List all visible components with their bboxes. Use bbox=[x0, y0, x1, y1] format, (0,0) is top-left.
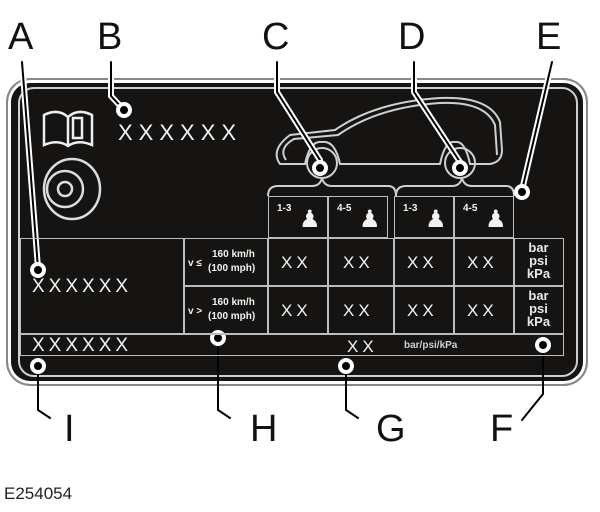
callout-b: B bbox=[97, 16, 123, 58]
value-cell: XX bbox=[328, 238, 394, 286]
load-header-2: 4-5♟ bbox=[328, 196, 388, 238]
value-cell: XX bbox=[268, 238, 328, 286]
person-icon: ♟ bbox=[299, 206, 321, 233]
tire-icon bbox=[42, 157, 102, 221]
car-side-icon bbox=[275, 96, 504, 179]
person-icon: ♟ bbox=[485, 206, 507, 233]
load-header-4: 4-5♟ bbox=[454, 196, 514, 238]
bottom-row bbox=[20, 334, 564, 356]
callout-i: I bbox=[64, 408, 75, 450]
callout-a: A bbox=[8, 16, 34, 58]
unit-cell: bar psi kPa bbox=[514, 238, 564, 286]
bottom-value: XX bbox=[347, 337, 378, 356]
speed-mph-high: (100 mph) bbox=[208, 311, 256, 322]
callout-c: C bbox=[262, 16, 290, 58]
speed-mph-low: (100 mph) bbox=[208, 263, 256, 274]
person-icon: ♟ bbox=[359, 206, 381, 233]
callout-d: D bbox=[398, 16, 426, 58]
value-cell: XX bbox=[268, 286, 328, 334]
callout-f: F bbox=[490, 408, 514, 450]
bottom-unit: bar/psi/kPa bbox=[404, 340, 458, 351]
callout-e: E bbox=[536, 16, 562, 58]
unit-cell: bar psi kPa bbox=[514, 286, 564, 334]
speed-op-high: v > bbox=[188, 306, 203, 317]
value-cell: XX bbox=[454, 286, 514, 334]
bottom-left-text: XXXXXX bbox=[32, 335, 133, 356]
value-cell: XX bbox=[394, 286, 454, 334]
label-inner-border bbox=[18, 87, 578, 377]
tire-size-text: XXXXXX bbox=[32, 276, 133, 297]
speed-op-low: v ≤ bbox=[188, 258, 202, 269]
figure-code: E254054 bbox=[4, 484, 73, 503]
value-cell: XX bbox=[328, 286, 394, 334]
value-cell: XX bbox=[454, 238, 514, 286]
speed-kmh-low: 160 km/h bbox=[212, 249, 255, 260]
callout-dots bbox=[30, 102, 551, 374]
load-header-3: 1-3♟ bbox=[394, 196, 454, 238]
speed-cell-low bbox=[184, 238, 268, 286]
tire-size-cell bbox=[20, 238, 184, 334]
load-header-1: 1-3♟ bbox=[268, 196, 328, 238]
top-text: XXXXXX bbox=[118, 120, 243, 145]
axle-brace bbox=[267, 177, 515, 197]
value-cell: XX bbox=[394, 238, 454, 286]
speed-kmh-high: 160 km/h bbox=[212, 297, 255, 308]
callout-h: H bbox=[250, 408, 278, 450]
speed-cell-high bbox=[184, 286, 268, 334]
owner-manual-info-icon bbox=[42, 110, 94, 148]
callout-g: G bbox=[376, 408, 406, 450]
person-icon: ♟ bbox=[425, 206, 447, 233]
